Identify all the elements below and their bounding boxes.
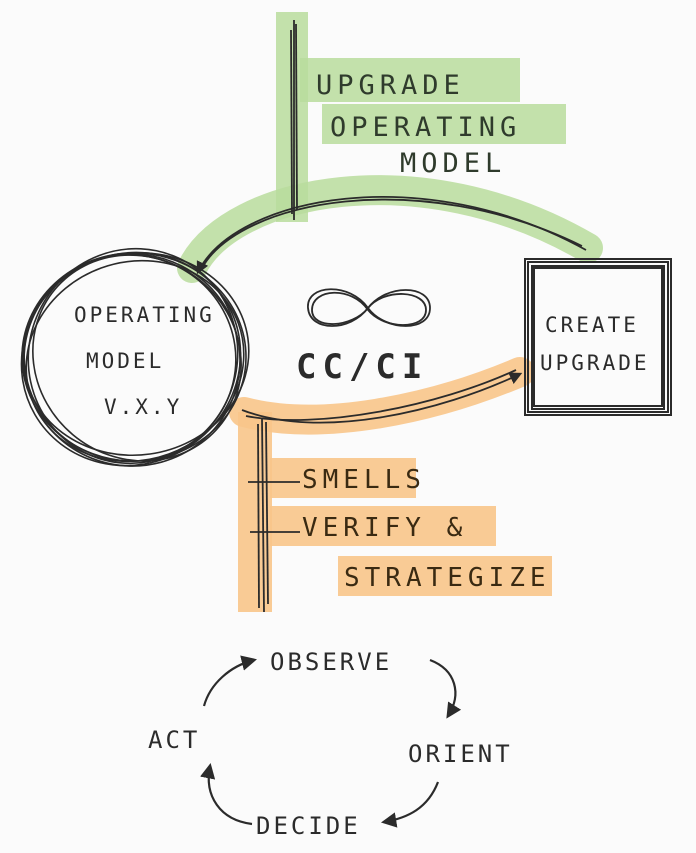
green-highlight-arc — [177, 175, 603, 283]
orange-highlight-smells — [270, 458, 416, 498]
decide-label: DECIDE — [256, 812, 361, 840]
orient-to-decide-arrow — [380, 781, 440, 828]
observe-label: OBSERVE — [270, 648, 392, 676]
upgrade-flow-highlight — [177, 12, 603, 283]
orient-label: ORIENT — [408, 740, 513, 768]
create-upgrade-labels: CREATE UPGRADE — [540, 313, 650, 375]
observe-to-orient-arrow — [429, 658, 462, 719]
create-upgrade-line2: UPGRADE — [540, 351, 650, 375]
cc-ci-label: CC/CI — [296, 347, 428, 387]
upgrade-label-line1: UPGRADE — [316, 70, 465, 101]
upgrade-label-line3: MODEL — [400, 148, 506, 179]
operating-model-line1: OPERATING — [74, 303, 215, 327]
smells-label: SMELLS — [302, 465, 426, 495]
operating-model-labels: OPERATING MODEL V.X.Y — [74, 303, 215, 419]
operating-model-line3: V.X.Y — [104, 395, 182, 419]
create-upgrade-node — [524, 258, 672, 416]
green-highlight-line2 — [322, 104, 566, 144]
act-to-observe-arrow — [202, 655, 257, 707]
ooda-loop-arrows — [200, 655, 462, 828]
upgrade-flow-labels: UPGRADE OPERATING MODEL — [316, 70, 521, 179]
upgrade-arc-line — [196, 20, 587, 275]
orange-highlight-arc — [229, 357, 535, 435]
act-label: ACT — [148, 726, 200, 754]
operating-model-line2: MODEL — [86, 349, 164, 373]
feedback-flow-labels: SMELLS VERIFY & STRATEGIZE — [302, 465, 551, 593]
feedback-arc-line — [241, 369, 523, 613]
green-highlight-line1 — [300, 58, 520, 102]
operating-model-node — [20, 247, 250, 467]
ooda-labels: OBSERVE ORIENT DECIDE ACT — [148, 648, 513, 840]
create-upgrade-line1: CREATE — [545, 313, 639, 337]
verify-label: VERIFY & — [302, 513, 467, 543]
orange-highlight-strategize — [338, 556, 552, 596]
decide-to-act-arrow — [200, 762, 253, 826]
orange-highlight-verify — [270, 506, 496, 546]
strategize-label: STRATEGIZE — [344, 563, 551, 593]
infinity-icon — [307, 288, 431, 327]
upgrade-label-line2: OPERATING — [330, 112, 521, 143]
